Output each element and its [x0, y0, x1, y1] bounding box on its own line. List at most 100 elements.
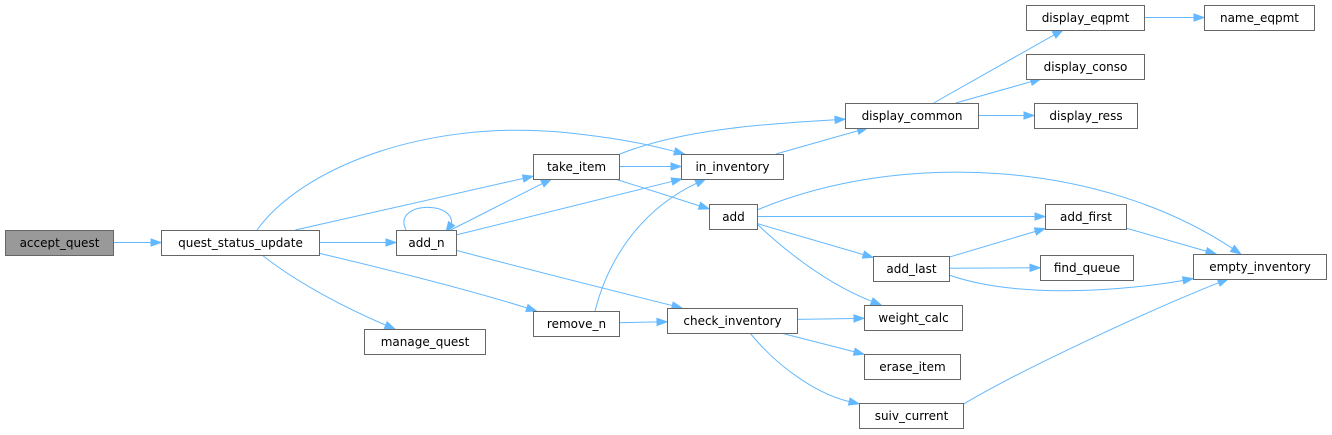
node-add-first[interactable]: add_first [1045, 204, 1127, 230]
node-empty-inventory[interactable]: empty_inventory [1193, 254, 1327, 280]
edge-add_first-to-empty_inventory [1125, 227, 1218, 256]
node-label: add_last [886, 262, 937, 276]
edge-arrowhead [1029, 263, 1042, 273]
node-label: add_first [1060, 210, 1112, 224]
edge-display_eqpmt-to-name_eqpmt [1144, 13, 1206, 22]
node-box [667, 308, 798, 334]
node-display-conso[interactable]: display_conso [1026, 54, 1145, 80]
node-name-eqpmt[interactable]: name_eqpmt [1204, 5, 1315, 31]
node-add[interactable]: add [709, 204, 758, 230]
node-box [1193, 254, 1327, 280]
edge-arrowhead [1023, 111, 1036, 120]
edge-line [618, 321, 659, 324]
edge-line [775, 130, 859, 155]
edge-arrowhead [656, 317, 669, 327]
edge-arrowhead [861, 250, 875, 259]
edge-display_common-to-display_conso [955, 77, 1043, 104]
edge-suiv_current-to-empty_inventory [961, 278, 1230, 406]
edge-add-to-weight_calc [756, 223, 883, 306]
nodes-layer: accept_quest quest_status_update add_nmana… [5, 5, 1327, 429]
edge-add_n-to-check_inventory [454, 249, 684, 310]
edge-arrowhead [1033, 227, 1047, 236]
edge-arrowhead [673, 147, 686, 156]
node-display-ress[interactable]: display_ress [1034, 103, 1138, 129]
node-find-queue[interactable]: find_queue [1040, 255, 1134, 281]
edge-line [455, 180, 674, 236]
node-label: erase_item [879, 360, 945, 374]
node-box [161, 230, 320, 256]
edge-check_inventory-to-suiv_current [749, 332, 861, 406]
edge-take_item-to-in_inventory [619, 162, 683, 171]
node-label: manage_quest [381, 335, 470, 349]
edge-line [955, 80, 1033, 104]
edge-add-to-empty_inventory [756, 171, 1243, 255]
edge-arrowhead [694, 178, 707, 188]
edge-arrowhead [1051, 29, 1065, 39]
edge-add_n-to-take_item [450, 178, 553, 231]
node-label: display_conso [1044, 60, 1128, 74]
edge-add_last-to-empty_inventory [948, 274, 1195, 292]
edge-line [749, 332, 851, 403]
edges-layer [113, 13, 1243, 406]
edge-line [619, 119, 837, 155]
node-box [709, 204, 758, 230]
node-in-inventory[interactable]: in_inventory [681, 154, 784, 180]
node-take-item[interactable]: take_item [533, 154, 620, 180]
node-box [533, 311, 620, 337]
node-box [396, 230, 457, 256]
edge-accept_quest-to-quest_status_update [113, 238, 163, 247]
node-box [873, 256, 950, 282]
edge-quest_status_update-to-add_n [319, 238, 398, 247]
node-display-eqpmt[interactable]: display_eqpmt [1026, 5, 1145, 31]
edge-arrowhead [697, 201, 711, 210]
node-add-last[interactable]: add_last [873, 256, 950, 282]
edge-line [796, 318, 856, 320]
node-add-n[interactable]: add_n [396, 230, 457, 256]
edge-arrowhead [1216, 278, 1230, 287]
node-quest-status-update[interactable]: quest_status_update [161, 230, 320, 256]
node-box [1204, 5, 1315, 31]
node-label: in_inventory [695, 160, 769, 174]
node-box [864, 305, 963, 331]
node-box [5, 230, 114, 256]
node-label: add_n [408, 236, 444, 250]
edge-check_inventory-to-weight_calc [796, 314, 866, 323]
edge-check_inventory-to-erase_item [780, 332, 866, 356]
edge-remove_n-to-check_inventory [618, 317, 669, 327]
edge-line [295, 177, 525, 231]
edge-line [594, 182, 698, 312]
node-remove-n[interactable]: remove_n [533, 311, 620, 337]
edge-arrowhead [853, 314, 866, 323]
edge-add-to-add_last [756, 223, 875, 259]
edge-line [948, 267, 1032, 269]
edge-line [756, 223, 865, 256]
node-label: weight_calc [878, 311, 948, 325]
node-box [845, 103, 979, 129]
edge-line [256, 129, 676, 231]
node-accept-quest[interactable]: accept_quest [5, 230, 114, 256]
node-box [1040, 255, 1134, 281]
edge-arrowhead [670, 177, 684, 186]
edge-remove_n-to-in_inventory [594, 178, 707, 312]
edge-line [780, 332, 856, 353]
edge-arrowhead [847, 397, 861, 406]
edge-arrowhead [540, 178, 553, 188]
node-erase-item[interactable]: erase_item [864, 354, 961, 380]
node-weight-calc[interactable]: weight_calc [864, 305, 963, 331]
node-label: display_ress [1049, 109, 1122, 123]
edge-arrowhead [150, 238, 163, 247]
node-label: add [722, 210, 745, 224]
node-box [681, 154, 784, 180]
node-manage-quest[interactable]: manage_quest [364, 329, 486, 355]
node-display-common[interactable]: display_common [845, 103, 979, 129]
node-label: empty_inventory [1209, 260, 1311, 274]
edge-line [948, 230, 1037, 258]
node-suiv-current[interactable]: suiv_current [859, 403, 964, 429]
edge-line [948, 274, 1185, 292]
edge-arrowhead [869, 297, 883, 306]
edge-arrowhead [1204, 246, 1218, 256]
edge-add_last-to-find_queue [948, 263, 1042, 273]
node-box [1026, 54, 1145, 80]
edge-line [961, 281, 1220, 406]
node-check-inventory[interactable]: check_inventory [667, 308, 798, 334]
